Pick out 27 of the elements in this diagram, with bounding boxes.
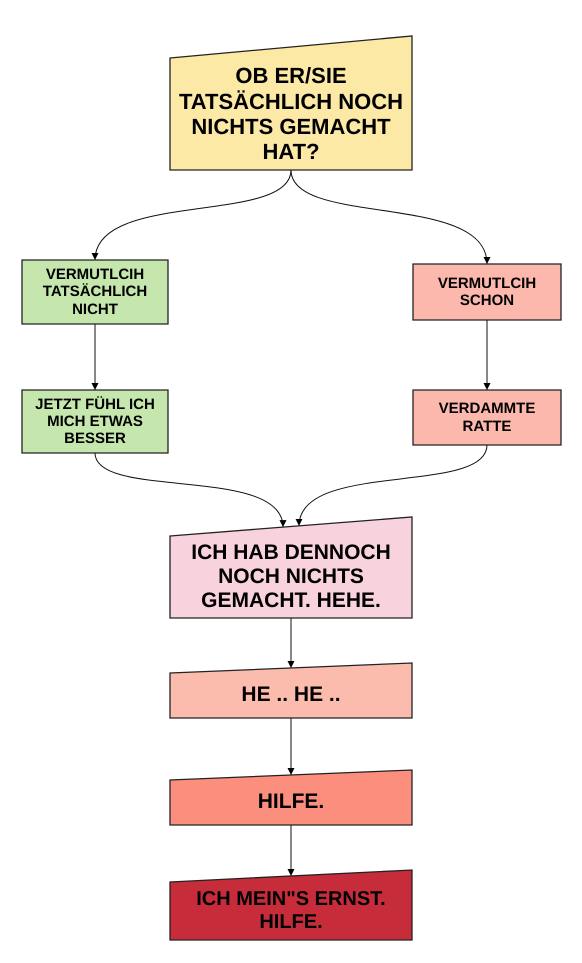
arrow — [297, 444, 488, 526]
process-box — [22, 260, 168, 324]
arrow — [484, 320, 490, 390]
box-label: VERMUTLCIH SCHON — [436, 274, 538, 310]
box-label: JETZT FÜHL ICH MICH ETWAS BESSER — [34, 396, 156, 448]
arrow — [92, 324, 98, 390]
arrow — [93, 170, 292, 260]
manual-input-box — [170, 870, 412, 940]
arrow — [288, 718, 294, 776]
box-label: ICH HAB DENNOCH NOCH NICHTS GEMACHT. HEHE. — [190, 540, 392, 614]
box-label: OB ER/SIE TATSÄCHLICH NOCH NICHTS GEMACHT HAT? — [178, 63, 404, 165]
box-label: ICH MEIN"S ERNST. HILFE. — [195, 888, 387, 934]
box-label: VERDAMMTE RATTE — [438, 400, 536, 435]
arrow — [288, 824, 294, 876]
box-label: VERMUTLCIH TATSÄCHLICH NICHT — [42, 266, 148, 318]
process-box — [413, 264, 561, 320]
manual-input-box — [170, 663, 412, 718]
manual-input-box — [170, 517, 412, 618]
process-box — [22, 390, 168, 453]
box-label: HILFE. — [258, 790, 324, 815]
arrow — [290, 170, 489, 264]
process-box — [413, 390, 561, 445]
arrow — [288, 618, 294, 668]
box-label: HE .. HE .. — [241, 683, 341, 708]
manual-input-box — [170, 770, 412, 825]
arrow — [94, 452, 285, 528]
manual-input-box — [170, 36, 412, 170]
